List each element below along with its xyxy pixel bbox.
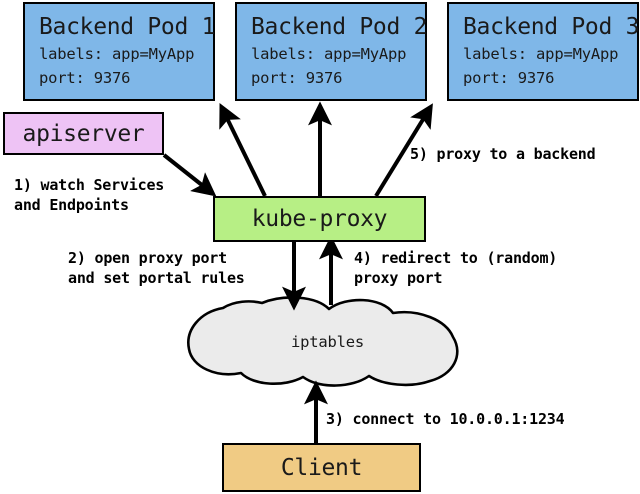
arrow-kubeproxy-to-pod3	[374, 103, 433, 198]
kube-proxy-label: kube-proxy	[251, 206, 388, 232]
step-3-label: 3) connect to 10.0.0.1:1234	[326, 410, 565, 428]
backend-pod-2: Backend Pod 2 labels: app=MyApp port: 93…	[235, 2, 427, 101]
iptables-cloud	[187, 296, 459, 387]
apiserver-node: apiserver	[3, 112, 164, 155]
backend-pod-3: Backend Pod 3 labels: app=MyApp port: 93…	[447, 2, 639, 101]
pod-labels: labels: app=MyApp	[251, 44, 407, 63]
client-node: Client	[222, 443, 421, 492]
client-label: Client	[280, 454, 363, 481]
kube-proxy-node: kube-proxy	[213, 196, 426, 242]
apiserver-label: apiserver	[22, 120, 145, 147]
pod-port: port: 9376	[463, 68, 555, 87]
pod-port: port: 9376	[251, 68, 343, 87]
step-1-label: 1) watch Services and Endpoints	[14, 176, 165, 214]
pod-labels: labels: app=MyApp	[39, 44, 195, 63]
pod-title: Backend Pod 2	[251, 13, 428, 40]
step-4-label: 4) redirect to (random) proxy port	[354, 249, 558, 287]
backend-pod-1: Backend Pod 1 labels: app=MyApp port: 93…	[23, 2, 215, 101]
iptables-label: iptables	[290, 333, 365, 351]
pod-labels: labels: app=MyApp	[463, 44, 619, 63]
pod-port: port: 9376	[39, 68, 131, 87]
pod-title: Backend Pod 3	[463, 13, 640, 40]
step-5-label: 5) proxy to a backend	[410, 145, 596, 163]
pod-title: Backend Pod 1	[39, 13, 216, 40]
arrow-kubeproxy-to-pod1	[219, 102, 267, 197]
step-2-label: 2) open proxy port and set portal rules	[68, 249, 245, 287]
arrow-apiserver-to-kubeproxy	[162, 153, 217, 197]
